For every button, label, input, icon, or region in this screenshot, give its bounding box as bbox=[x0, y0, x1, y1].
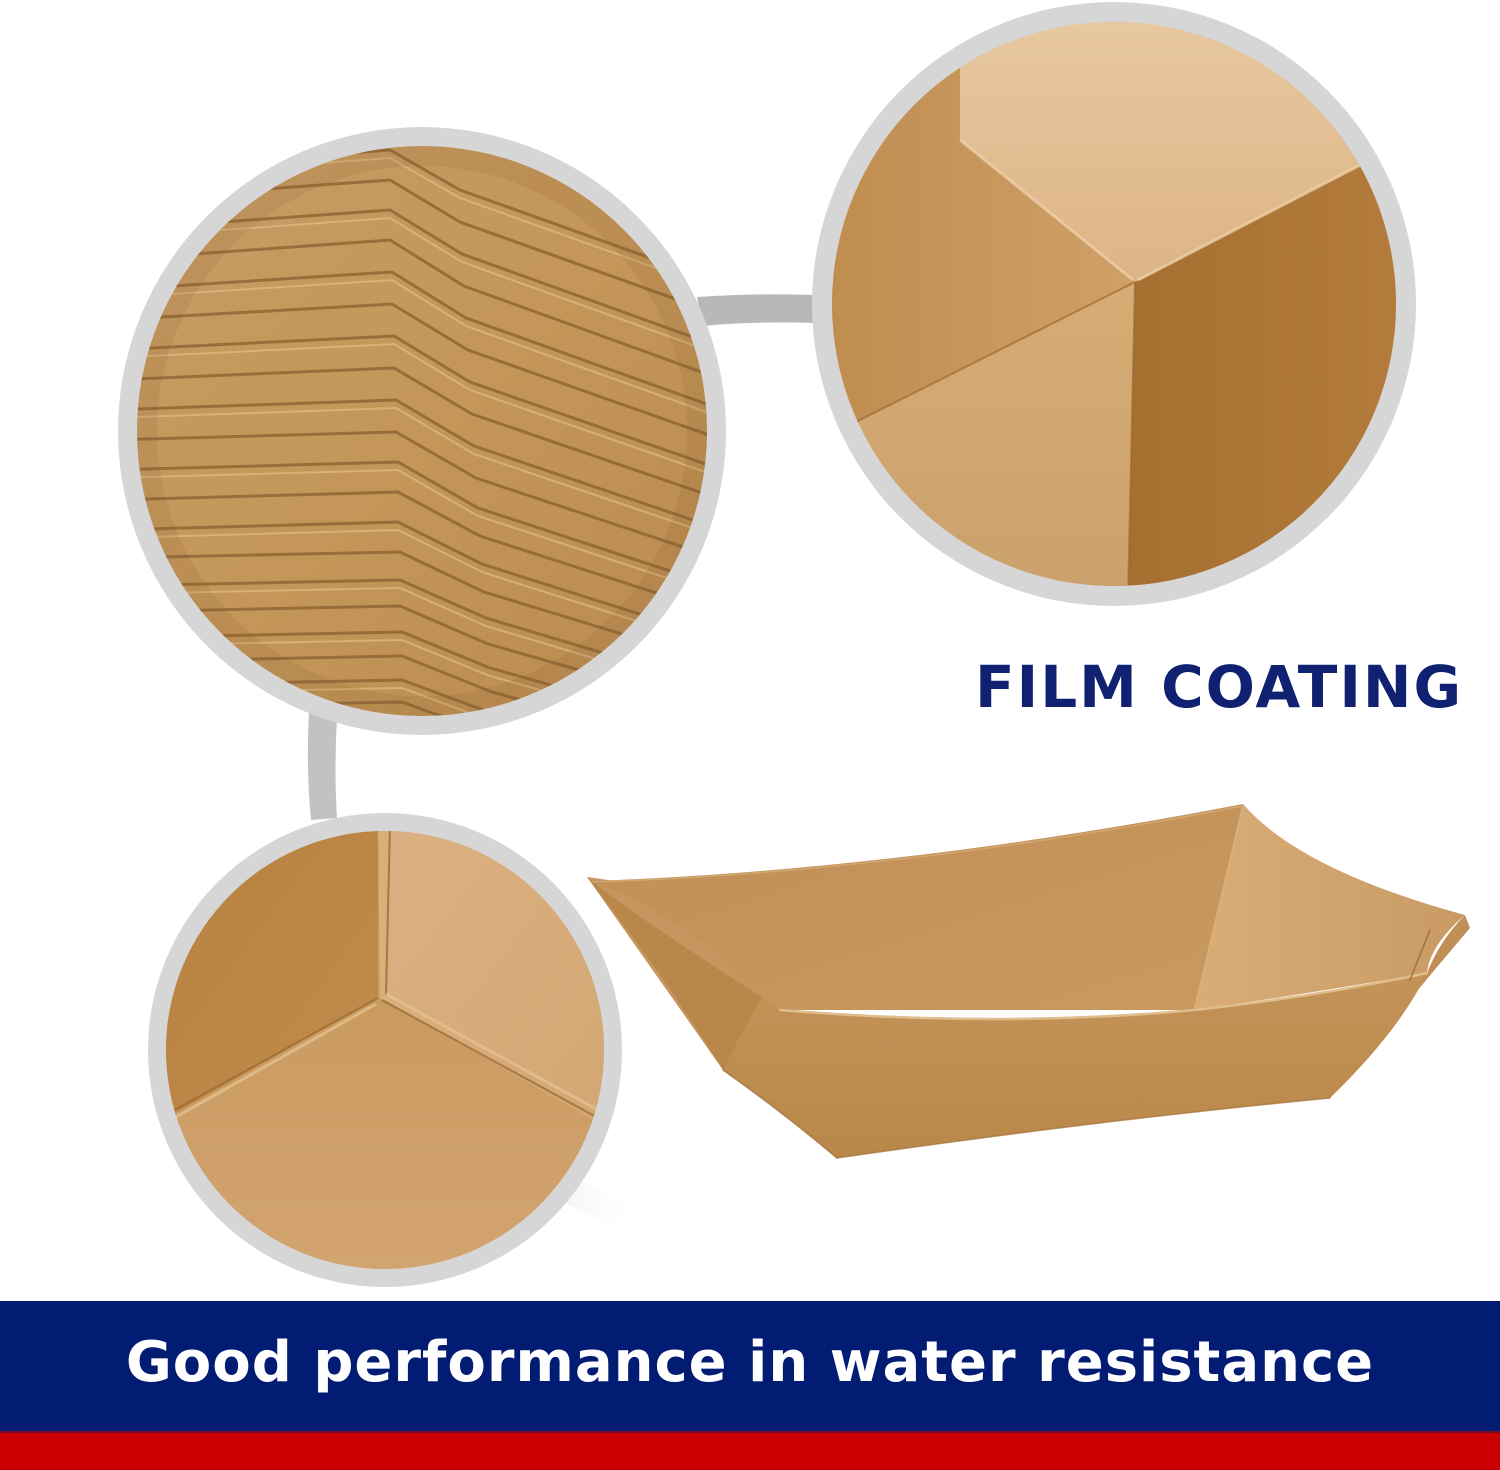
product-illustration bbox=[118, 2, 1470, 1287]
detail-circle-inner-corner bbox=[148, 813, 622, 1287]
banner-tagline: Good performance in water resistance bbox=[125, 1329, 1375, 1395]
detail-circle-stacked-edges bbox=[118, 127, 726, 735]
detail-circle-outer-corner bbox=[812, 2, 1416, 606]
bottom-banner: Good performance in water resistance bbox=[0, 1301, 1500, 1470]
feature-title: FILM COATING bbox=[975, 653, 1464, 721]
banner-blue-band: Good performance in water resistance bbox=[0, 1301, 1500, 1431]
banner-red-stripe bbox=[0, 1431, 1500, 1470]
kraft-tray bbox=[587, 804, 1470, 1159]
connector-lines bbox=[307, 294, 815, 820]
